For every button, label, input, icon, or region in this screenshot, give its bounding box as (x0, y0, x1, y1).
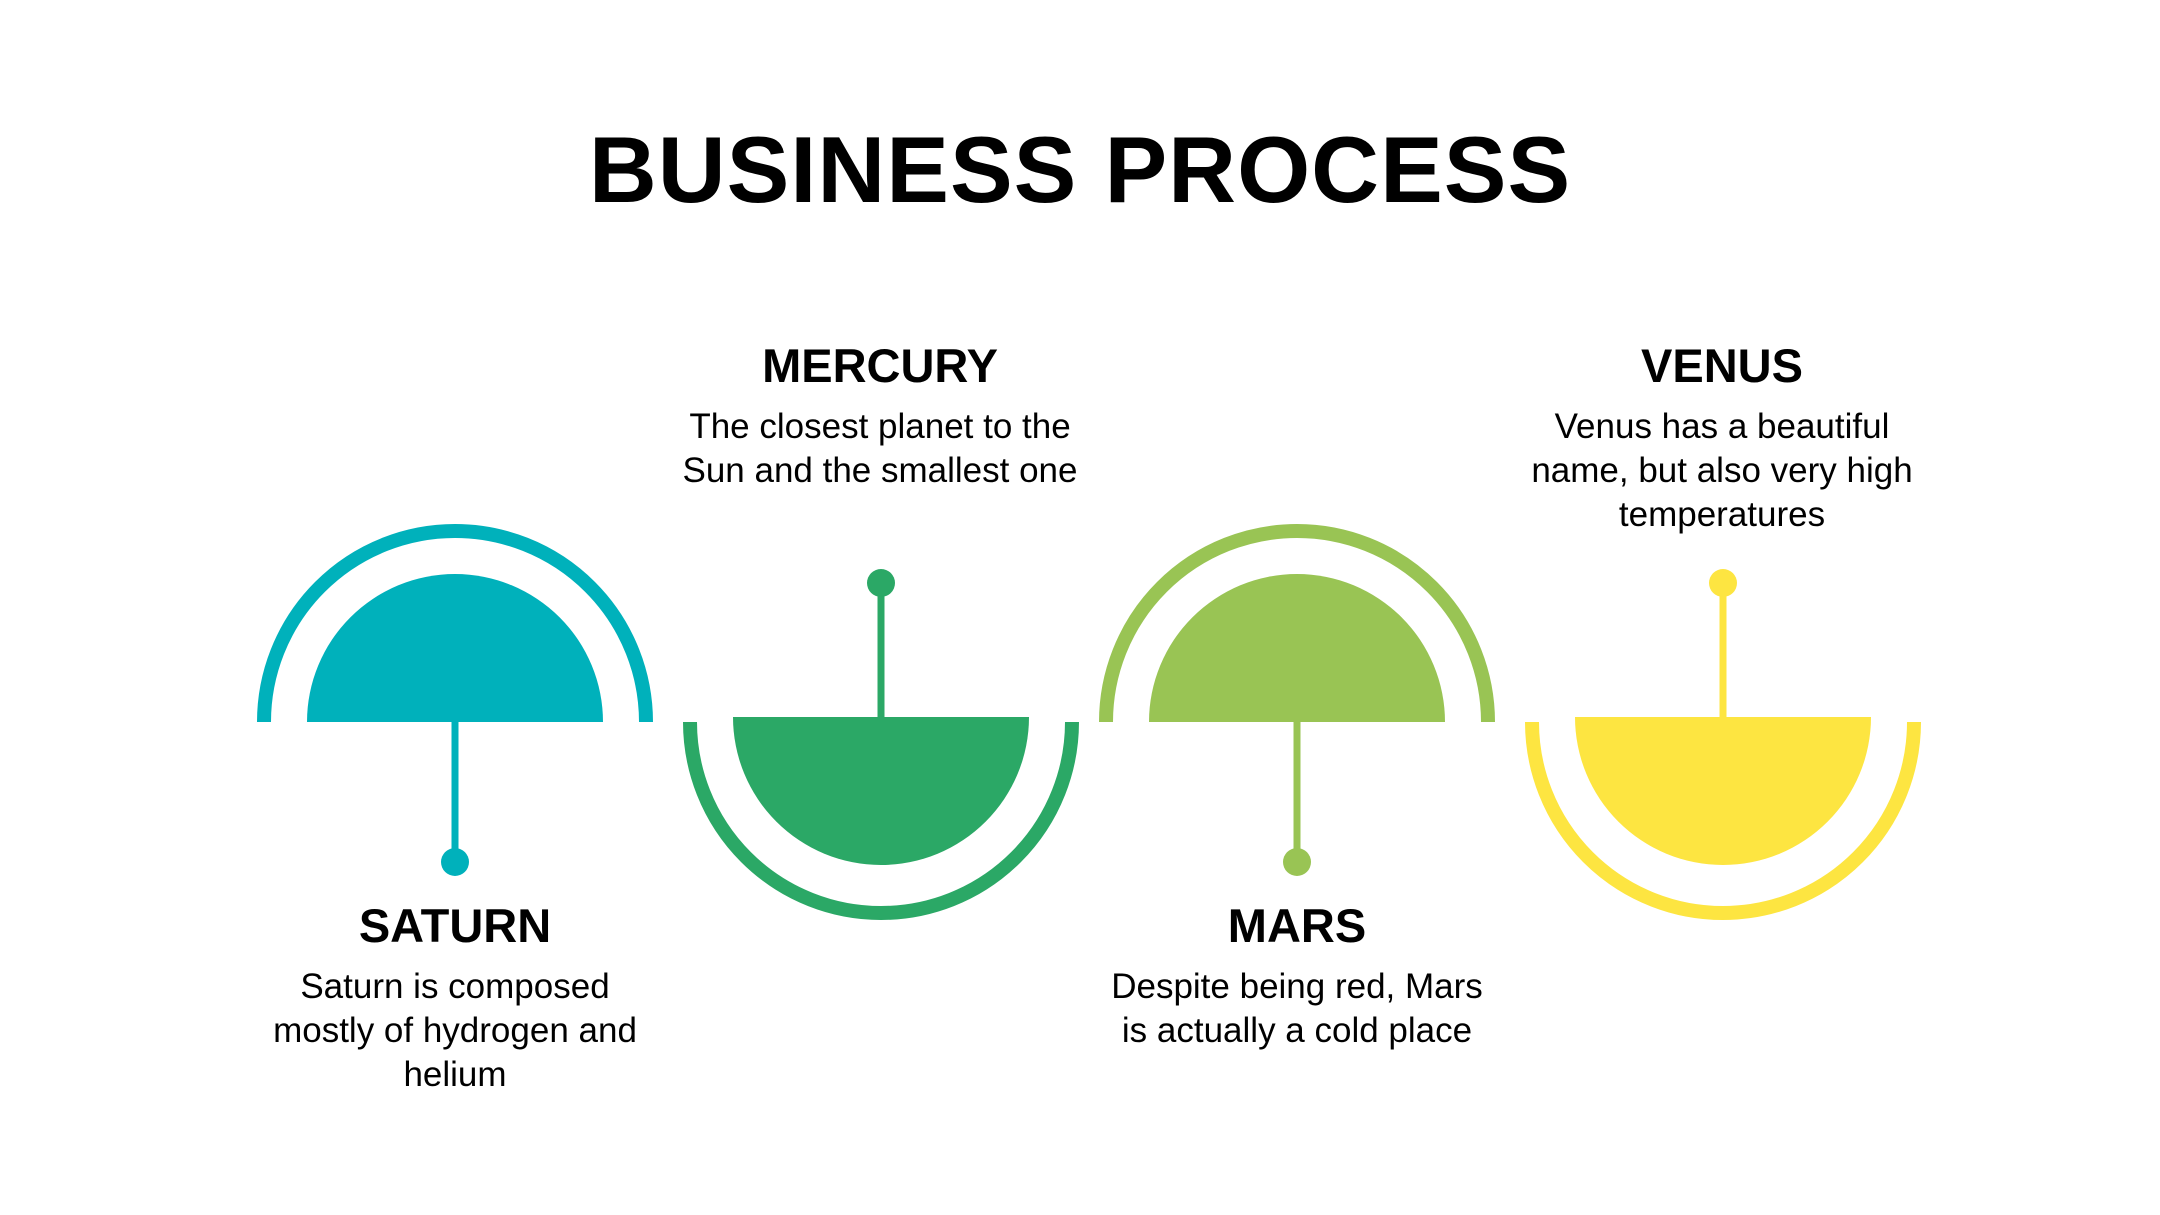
step-title: VENUS (1641, 339, 1803, 392)
venus-dome (1575, 717, 1871, 865)
mercury-outer-arc (683, 721, 1079, 920)
step-title: SATURN (358, 899, 552, 952)
mars-outer-arc (1099, 524, 1495, 723)
step-venus-umbrella (1525, 569, 1921, 920)
mars-dome (1149, 574, 1445, 722)
page-title: BUSINESS PROCESS (588, 117, 1572, 222)
saturn-outer-arc (257, 524, 653, 723)
step-title: MERCURY (762, 339, 998, 392)
mercury-dome (733, 717, 1029, 865)
step-saturn-umbrella (257, 524, 653, 876)
step-description: The closest planet to the Sun and the sm… (682, 407, 1078, 490)
step-title: MARS (1227, 899, 1367, 952)
mars-stem-dot (1283, 848, 1311, 876)
venus-stem-dot (1709, 569, 1737, 597)
step-mars-umbrella (1099, 524, 1495, 876)
step-description: Despite being red, Mars is actually a co… (1111, 967, 1483, 1050)
step-mercury-umbrella (683, 569, 1079, 920)
step-description: Venus has a beautiful name, but also ver… (1531, 407, 1913, 534)
step-description: Saturn is composed mostly of hydrogen an… (273, 967, 637, 1094)
saturn-dome (307, 574, 603, 722)
venus-outer-arc (1525, 721, 1921, 920)
saturn-stem-dot (441, 848, 469, 876)
mercury-stem-dot (867, 569, 895, 597)
